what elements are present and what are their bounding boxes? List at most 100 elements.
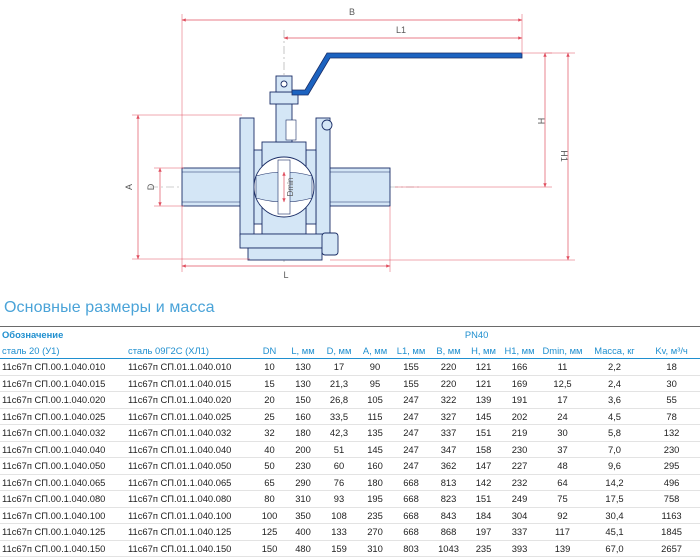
dimension-lines [132, 14, 575, 272]
cell-dn: 65 [253, 474, 287, 491]
handle [291, 52, 523, 96]
cell-designation-steel20: 11с67п СП.00.1.040.100 [0, 507, 126, 524]
cell-H: 158 [467, 441, 501, 458]
cell-L1: 155 [392, 375, 431, 392]
cell-Dmin: 12,5 [539, 375, 587, 392]
cell-designation-steel09: 11с67п СП.01.1.040.150 [126, 540, 254, 557]
cell-H: 235 [467, 540, 501, 557]
cell-Dmin: 17 [539, 391, 587, 409]
cell-dn: 150 [253, 540, 287, 557]
header-designation: Обозначение [0, 326, 254, 342]
cell-Dmin: 30 [539, 424, 587, 442]
cell-kv: 18 [643, 358, 700, 376]
cell-B: 868 [430, 523, 468, 541]
cell-H: 121 [467, 358, 501, 376]
cell-designation-steel20: 11с67п СП.00.1.040.025 [0, 408, 126, 425]
cell-H: 121 [467, 375, 501, 392]
cell-Dmin: 64 [539, 474, 587, 491]
cell-D: 133 [320, 523, 359, 541]
cell-kv: 496 [643, 474, 700, 491]
cell-B: 823 [430, 490, 468, 508]
section-title: Основные размеры и масса [4, 299, 215, 316]
cell-designation-steel20: 11с67п СП.00.1.040.010 [0, 358, 126, 376]
header-mass: Масса, кг [586, 342, 644, 359]
cell-L: 130 [286, 375, 321, 392]
header-A: А, мм [358, 342, 393, 359]
cell-L1: 668 [392, 474, 431, 491]
cell-dn: 100 [253, 507, 287, 524]
dimensions-table: Обозначение PN40 сталь 20 (У1) сталь 09Г… [0, 326, 700, 557]
cell-dn: 32 [253, 424, 287, 442]
cell-A: 180 [358, 474, 393, 491]
dim-label-L: L [283, 270, 288, 280]
cell-mass: 45,1 [586, 523, 644, 541]
dim-label-A: A [124, 184, 134, 190]
table-header-row-2: сталь 20 (У1) сталь 09Г2С (ХЛ1) DN L, мм… [0, 342, 700, 359]
cell-D: 60 [320, 457, 359, 475]
cell-designation-steel20: 11с67п СП.00.1.040.032 [0, 424, 126, 442]
cell-dn: 80 [253, 490, 287, 508]
cell-designation-steel09: 11с67п СП.01.1.040.080 [126, 490, 254, 508]
cell-mass: 4,5 [586, 408, 644, 425]
cell-mass: 17,5 [586, 490, 644, 508]
cell-Dmin: 139 [539, 540, 587, 557]
dim-label-H: H [536, 118, 546, 125]
header-B: B, мм [430, 342, 468, 359]
cell-A: 95 [358, 375, 393, 392]
cell-Dmin: 75 [539, 490, 587, 508]
table-header-row-1: Обозначение PN40 [0, 326, 700, 342]
cell-B: 362 [430, 457, 468, 475]
cell-H: 151 [467, 490, 501, 508]
cell-kv: 295 [643, 457, 700, 475]
cell-Dmin: 37 [539, 441, 587, 458]
cell-L1: 155 [392, 358, 431, 376]
cell-A: 135 [358, 424, 393, 442]
cell-L: 290 [286, 474, 321, 491]
cell-H: 145 [467, 408, 501, 425]
cell-H1: 219 [500, 424, 540, 442]
cell-A: 105 [358, 391, 393, 409]
cell-mass: 3,6 [586, 391, 644, 409]
cell-L1: 668 [392, 523, 431, 541]
cell-designation-steel20: 11с67п СП.00.1.040.080 [0, 490, 126, 508]
cell-L: 400 [286, 523, 321, 541]
cell-H: 151 [467, 424, 501, 442]
cell-kv: 55 [643, 391, 700, 409]
cell-H1: 169 [500, 375, 540, 392]
cell-L: 200 [286, 441, 321, 458]
cell-H1: 202 [500, 408, 540, 425]
cell-mass: 2,2 [586, 358, 644, 376]
cell-mass: 30,4 [586, 507, 644, 524]
cell-designation-steel09: 11с67п СП.01.1.040.125 [126, 523, 254, 541]
cell-kv: 132 [643, 424, 700, 442]
cell-H1: 304 [500, 507, 540, 524]
cell-B: 813 [430, 474, 468, 491]
cell-B: 327 [430, 408, 468, 425]
cell-Dmin: 92 [539, 507, 587, 524]
cell-designation-steel20: 11с67п СП.00.1.040.065 [0, 474, 126, 491]
cell-L: 180 [286, 424, 321, 442]
cell-Dmin: 11 [539, 358, 587, 376]
cell-H1: 249 [500, 490, 540, 508]
cell-kv: 78 [643, 408, 700, 425]
cell-H1: 166 [500, 358, 540, 376]
cell-L1: 247 [392, 424, 431, 442]
cell-B: 1043 [430, 540, 468, 557]
cell-D: 108 [320, 507, 359, 524]
cell-L1: 668 [392, 507, 431, 524]
cell-Dmin: 24 [539, 408, 587, 425]
header-L: L, мм [286, 342, 321, 359]
header-pn: PN40 [253, 326, 700, 342]
cell-designation-steel20: 11с67п СП.00.1.040.040 [0, 441, 126, 458]
cell-H1: 337 [500, 523, 540, 541]
cell-designation-steel09: 11с67п СП.01.1.040.010 [126, 358, 254, 376]
valve-body [181, 75, 391, 261]
cell-B: 337 [430, 424, 468, 442]
cell-L1: 247 [392, 441, 431, 458]
